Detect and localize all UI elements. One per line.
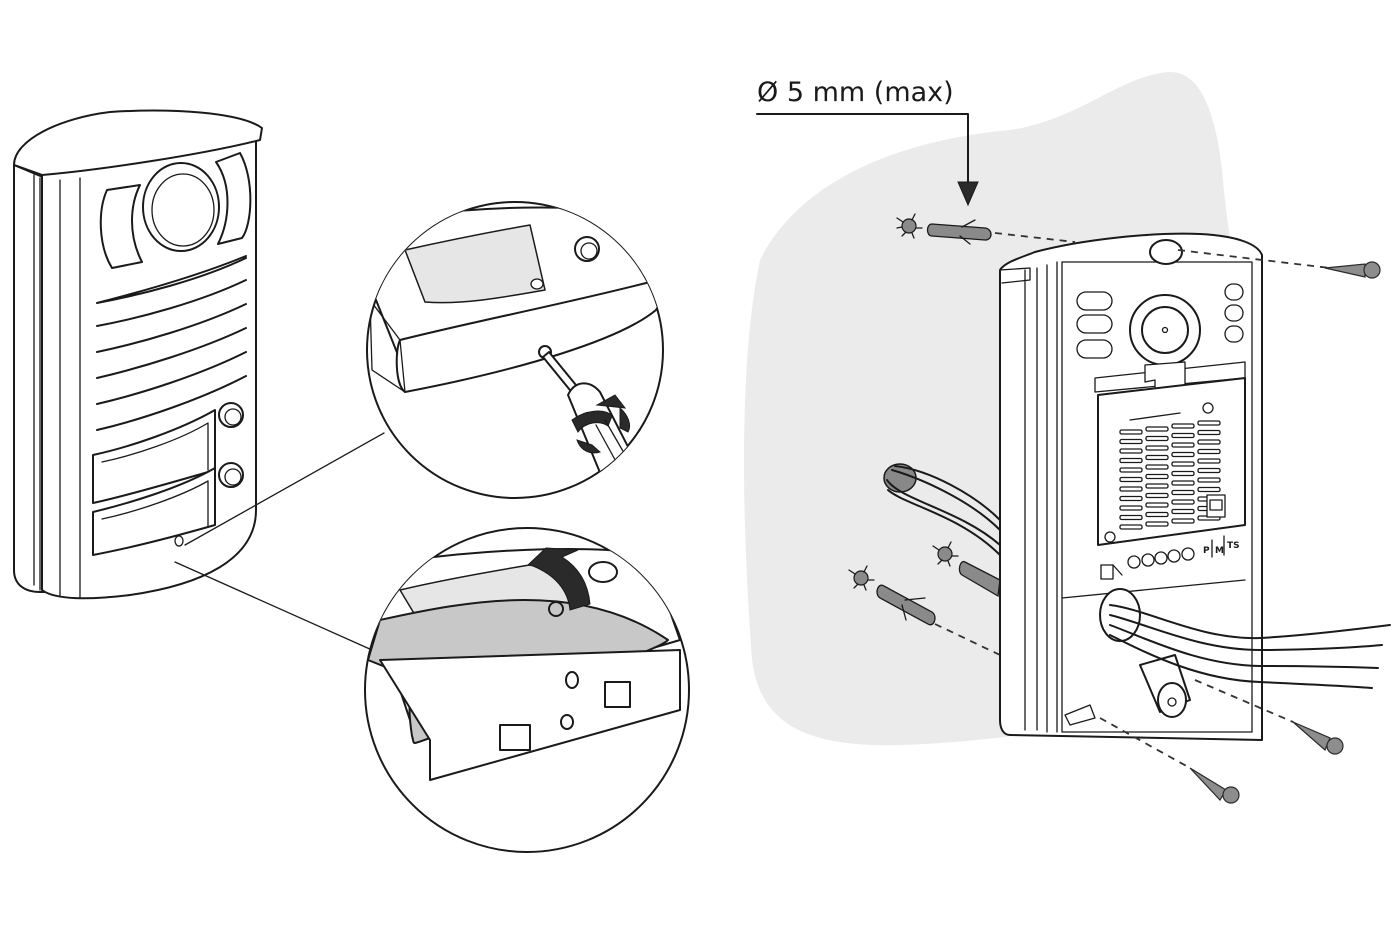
drill-hole-icon xyxy=(896,213,923,239)
led-window-left xyxy=(99,184,143,269)
speaker-slot xyxy=(1171,470,1195,477)
screw-middle xyxy=(1194,679,1344,755)
screw-bottom xyxy=(1099,717,1240,804)
screw-top xyxy=(1324,261,1381,279)
speaker-slot xyxy=(1197,448,1221,455)
led-cluster-right xyxy=(1224,283,1244,343)
speaker-slot xyxy=(1197,420,1221,426)
speaker-slot xyxy=(1145,426,1169,432)
speaker-slot xyxy=(1119,438,1143,445)
speaker-slot xyxy=(1119,524,1143,530)
callout-line-bottom xyxy=(174,561,373,651)
speaker-slot xyxy=(1171,461,1195,467)
speaker-slot xyxy=(1119,448,1143,454)
speaker-slot xyxy=(1171,499,1195,505)
speaker-slot xyxy=(1171,442,1195,448)
speaker-slot xyxy=(1119,495,1143,502)
speaker-slot xyxy=(1119,429,1143,435)
callout-line-top xyxy=(184,432,385,546)
speaker-slot xyxy=(1171,508,1195,515)
speaker-slot xyxy=(1197,429,1221,436)
speaker-slot xyxy=(1119,505,1143,511)
speaker-slot xyxy=(1119,476,1143,483)
cable-bundle xyxy=(883,463,1001,556)
speaker-slot xyxy=(1145,521,1169,527)
panel-top-cap xyxy=(13,109,263,176)
led-cluster-left xyxy=(1076,291,1113,359)
speaker-board xyxy=(1097,377,1246,546)
detail-lift-cover xyxy=(364,527,690,853)
down-arrow-icon xyxy=(957,181,979,207)
terminal-label-ts: TS xyxy=(1227,541,1240,551)
wall-plug-top xyxy=(896,213,1076,245)
speaker-slot xyxy=(1145,502,1169,508)
drill-hole-icon xyxy=(932,541,959,567)
lift-arrow-icon xyxy=(526,547,591,611)
speaker-slot xyxy=(1145,464,1169,470)
connector-row xyxy=(1100,547,1195,580)
speaker-slot xyxy=(1119,467,1143,473)
speaker-slot xyxy=(1171,480,1195,486)
bottom-screw-hole xyxy=(174,535,184,547)
speaker-slot xyxy=(1145,483,1169,489)
speaker-slot xyxy=(1171,518,1195,524)
detail-unscrew xyxy=(366,201,664,499)
speaker-slot xyxy=(1145,454,1169,461)
wall-plug-bottom xyxy=(848,565,1001,656)
speaker-slot xyxy=(1171,451,1195,458)
speaker-slot xyxy=(1145,473,1169,480)
speaker-grille xyxy=(96,255,247,431)
terminal-block: P M TS xyxy=(1203,494,1240,558)
wall-plug-middle xyxy=(932,541,1001,598)
speaker-slot xyxy=(1145,492,1169,499)
led-window-right xyxy=(215,152,252,245)
speaker-slot xyxy=(1171,432,1195,439)
terminal-label-p: P xyxy=(1203,546,1210,556)
speaker-slot xyxy=(1145,511,1169,518)
cable-grommet xyxy=(1099,588,1141,642)
camera-module xyxy=(1094,294,1246,395)
top-mount-hole xyxy=(1149,239,1183,265)
speaker-slot xyxy=(1197,486,1221,493)
speaker-slot xyxy=(1119,486,1143,492)
mount-tab-1 xyxy=(499,724,531,751)
hinge-roller xyxy=(1139,654,1191,718)
intercom-panel-closed xyxy=(13,109,263,600)
cable-wires xyxy=(1109,604,1391,689)
drill-diameter-label: Ø 5 mm (max) xyxy=(757,77,954,108)
speaker-slot xyxy=(1197,477,1221,483)
speaker-slot xyxy=(1197,458,1221,464)
terminal-label-m: M xyxy=(1215,546,1224,556)
speaker-slot xyxy=(1145,445,1169,451)
speaker-slot xyxy=(1171,489,1195,496)
drill-hole-icon xyxy=(848,565,875,591)
speaker-slot xyxy=(1197,467,1221,474)
mount-tab-2 xyxy=(604,681,631,708)
speaker-slot xyxy=(1171,423,1195,429)
speaker-slot xyxy=(1197,439,1221,445)
speaker-slot xyxy=(1145,435,1169,442)
intercom-base-open: P M TS xyxy=(999,232,1331,741)
drill-diameter-annotation: Ø 5 mm (max) xyxy=(756,77,979,207)
name-tag-2 xyxy=(92,467,216,556)
speaker-slot xyxy=(1119,457,1143,464)
speaker-slot xyxy=(1119,514,1143,521)
